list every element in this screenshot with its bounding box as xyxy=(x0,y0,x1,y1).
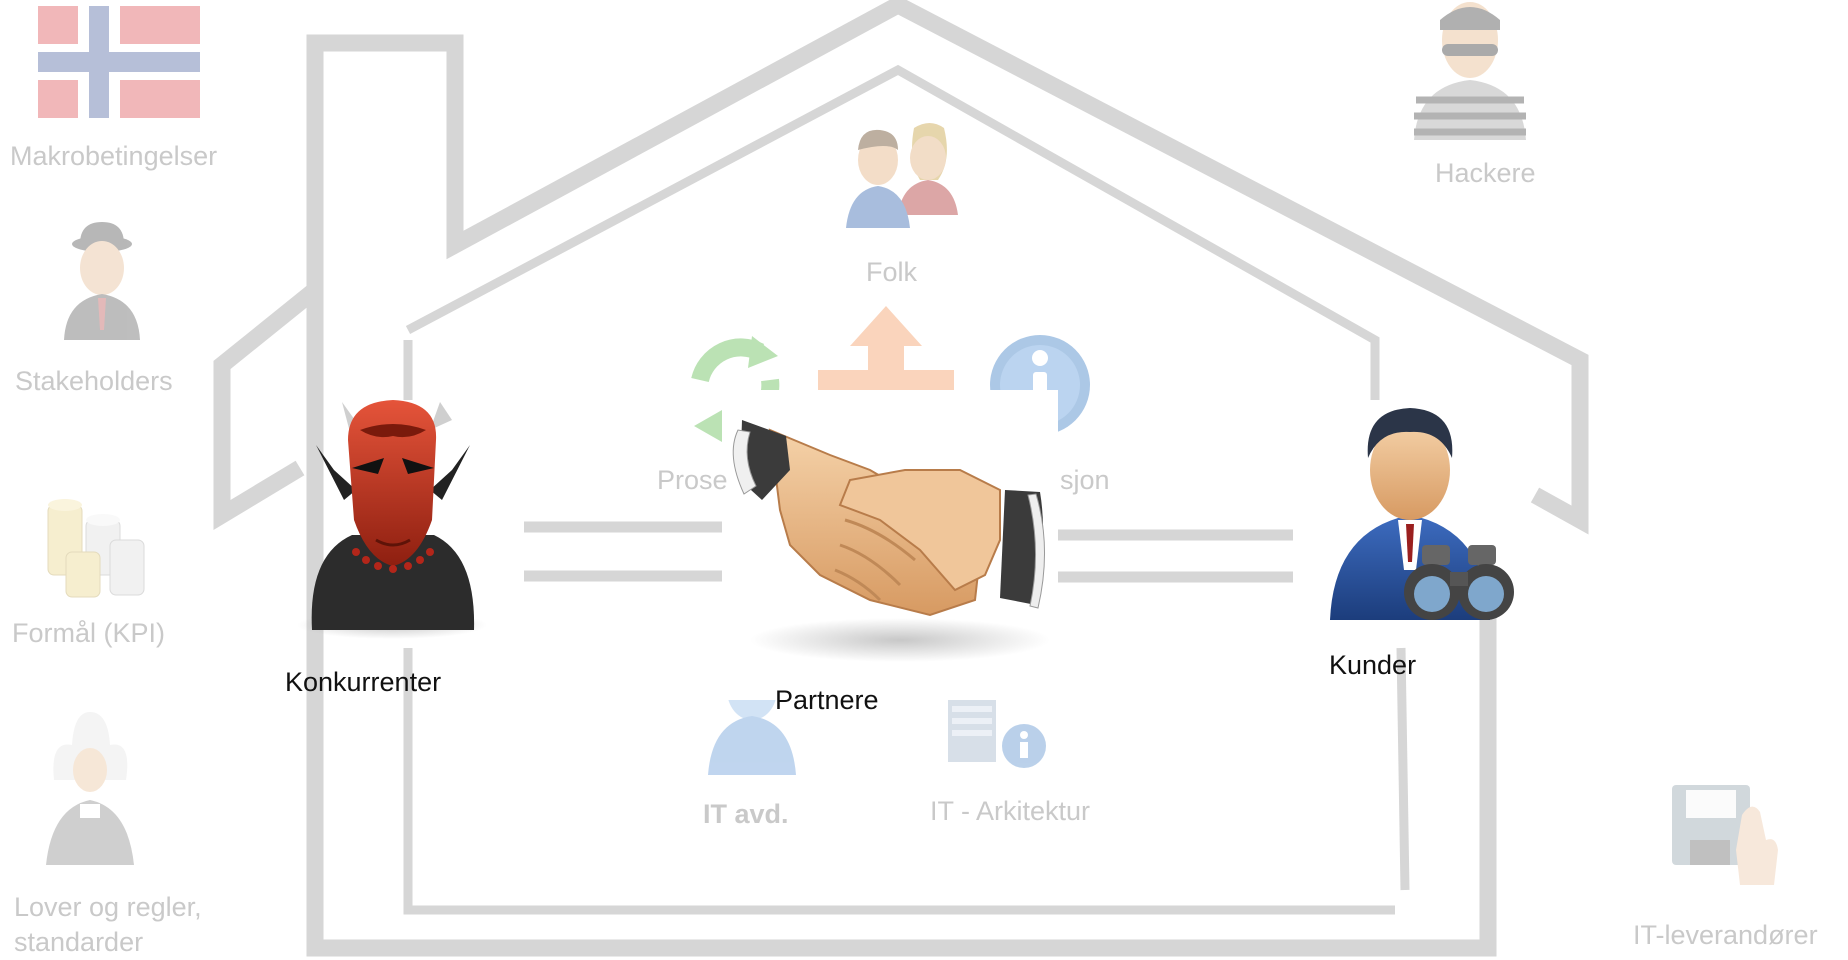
handshake-icon xyxy=(732,420,1050,662)
businessman-binoculars-icon xyxy=(1330,408,1514,620)
info-circle-icon xyxy=(990,335,1090,435)
kunder-label: Kunder xyxy=(1329,650,1417,680)
binoculars xyxy=(1404,545,1514,620)
branching-arrow-icon xyxy=(818,306,954,392)
formal-kpi-label: Formål (KPI) xyxy=(12,618,166,648)
hand-floppy-disk-icon xyxy=(1672,785,1778,885)
standarder-label: standarder xyxy=(14,927,144,957)
burglar-icon xyxy=(1414,2,1526,140)
it-arkitektur-label: IT - Arkitektur xyxy=(930,796,1091,826)
informasjon-label: sjon xyxy=(1060,465,1110,495)
stakeholders-label: Stakeholders xyxy=(15,366,173,396)
konkurrenter-label: Konkurrenter xyxy=(285,667,442,697)
prosesser-label: Prose xyxy=(657,465,728,495)
judge-wig-icon xyxy=(46,712,134,865)
people-pair-icon xyxy=(846,123,958,228)
coin-stacks-icon xyxy=(47,499,145,598)
devil-icon xyxy=(297,400,487,639)
server-info-icon xyxy=(948,700,1046,768)
makrobetingelser-label: Makrobetingelser xyxy=(10,141,218,171)
norway-flag-icon xyxy=(38,6,200,118)
it-avd-label: IT avd. xyxy=(703,799,789,829)
it-leverandorer-label: IT-leverandører xyxy=(1633,920,1818,950)
house-outline-icon xyxy=(213,0,1589,957)
hackere-label: Hackere xyxy=(1435,158,1536,188)
businessman-bowler-hat-icon xyxy=(64,222,140,340)
lover-og-regler-label: Lover og regler, xyxy=(14,892,202,922)
partnere-label: Partnere xyxy=(775,685,879,715)
folk-label: Folk xyxy=(866,257,918,287)
